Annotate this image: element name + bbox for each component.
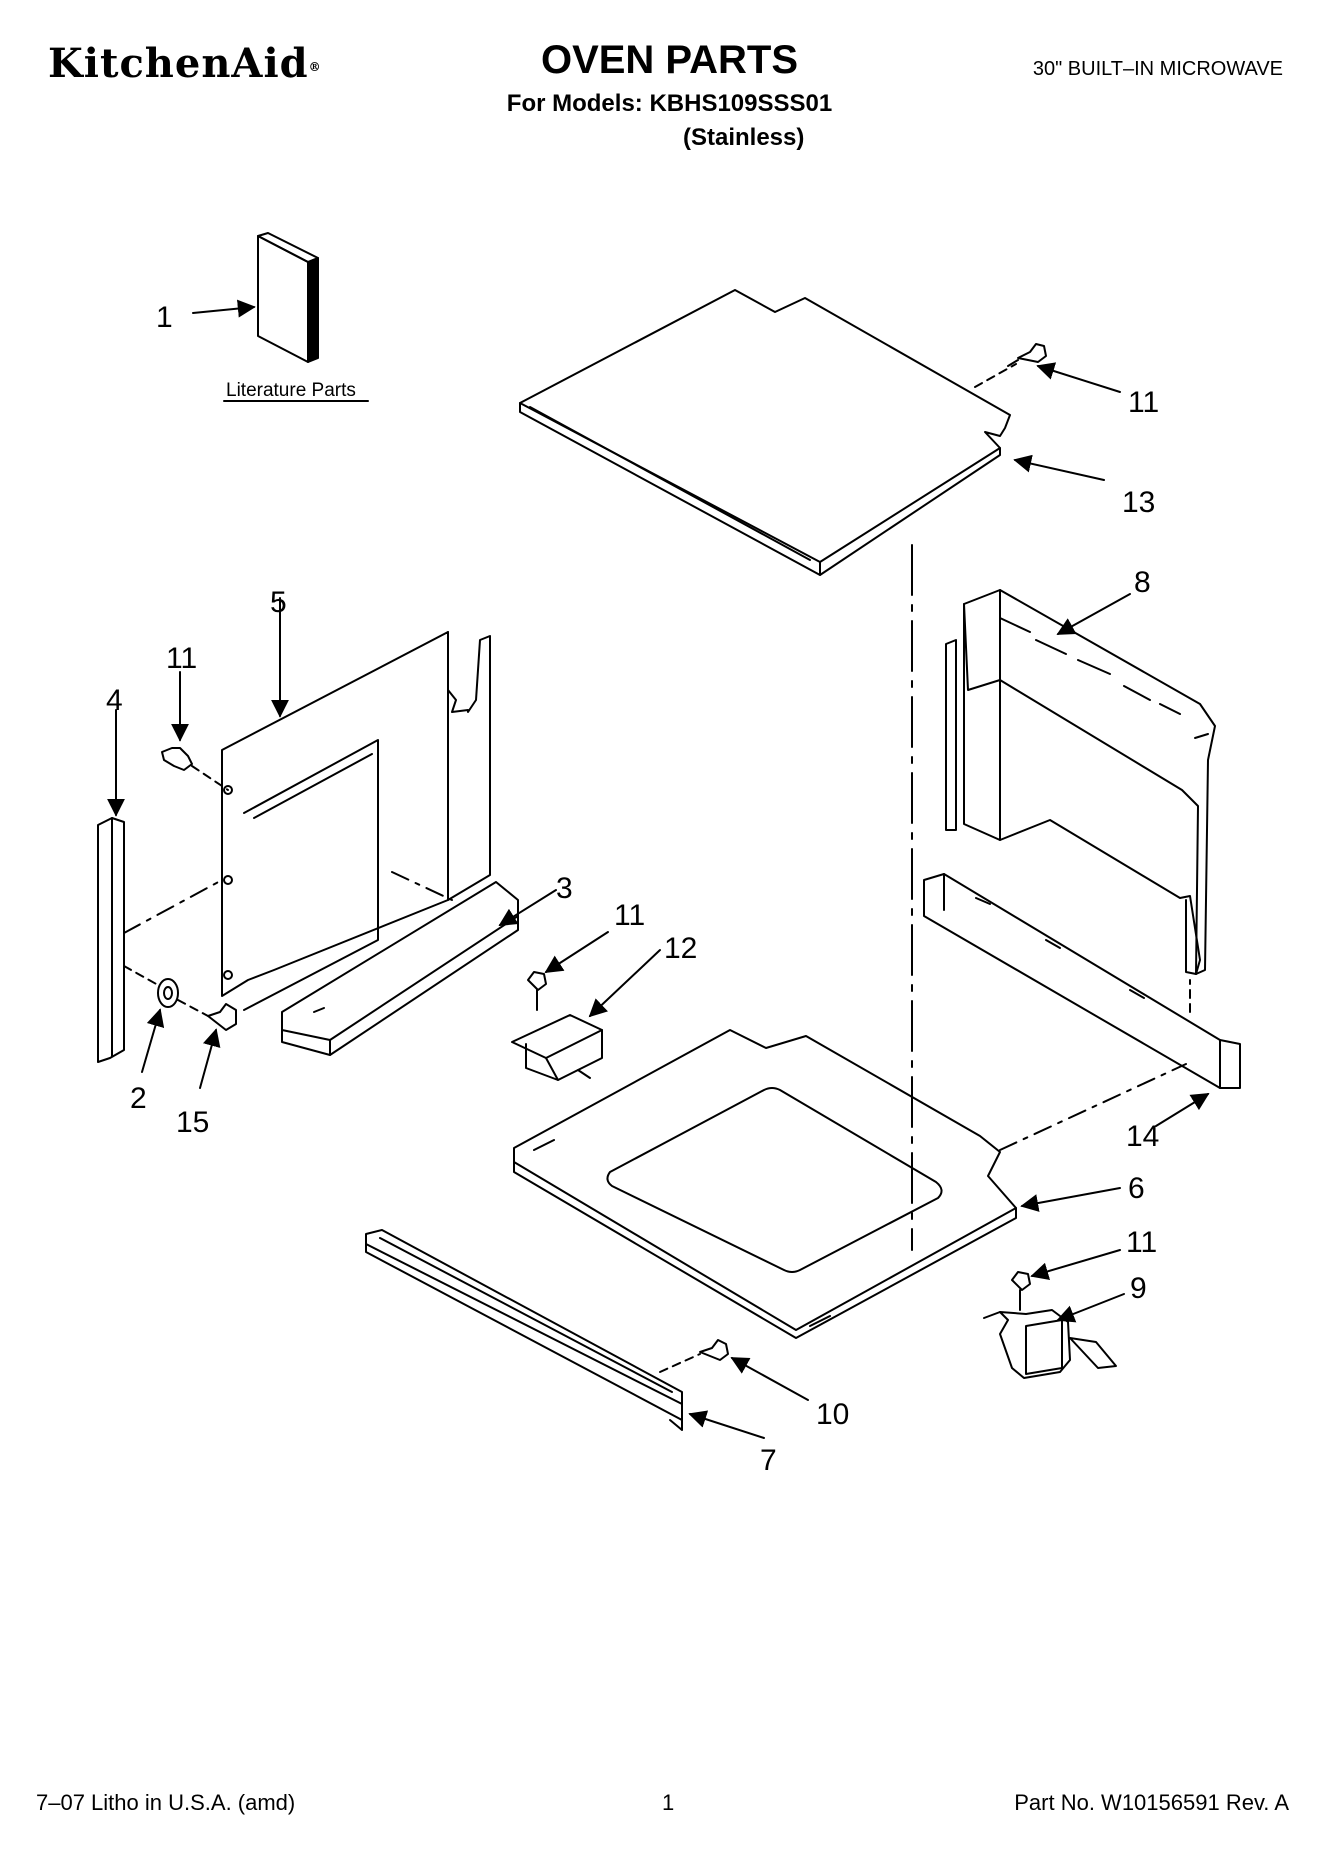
leader-13 [1013,454,1105,481]
models-line: For Models: KBHS109SSS01 [506,90,833,117]
brand-logo: KitchenAid® [48,40,322,87]
callout-10: 10 [816,1398,849,1431]
bracket-align-line [123,879,223,934]
callout-4: 4 [106,684,123,717]
callout-6: 6 [1128,1172,1145,1205]
callout-13: 13 [1122,486,1155,519]
front-trim-strip [365,1229,683,1431]
variant-label: (Stainless) [683,124,805,151]
rear-channel [923,873,1241,1089]
brand-trademark: ® [308,60,322,74]
left-front-bracket [97,817,125,1063]
part-number: Part No. W10156591 Rev. A [1014,1790,1289,1815]
left-side-panel [221,631,491,1011]
callout-8: 8 [1134,566,1151,599]
screw-left [161,747,193,771]
screw-lower-right [1011,1271,1031,1311]
screw-middle [527,971,547,1011]
leader-10 [730,1357,809,1401]
screw-top [1007,343,1047,367]
washer-axis [123,965,159,986]
brand-name: KitchenAid [48,40,309,87]
page-title: OVEN PARTS [540,38,799,82]
page-number: 1 [662,1790,675,1815]
leader-14 [1155,1093,1210,1127]
screw-15-axis [177,999,209,1017]
callout-15: 15 [176,1106,209,1139]
callout-7: 7 [760,1444,777,1477]
leader-3 [498,889,557,926]
tray-align-line [391,871,453,901]
leader-2 [141,1008,165,1073]
washer [157,978,179,1008]
screw-bottom-left [207,1003,237,1031]
literature-booklet [257,232,319,363]
leader-11d [1030,1249,1121,1281]
screw-10-axis [659,1353,701,1373]
oven-floor [513,1029,1017,1339]
leader-6 [1020,1187,1121,1212]
left-bottom-tray [281,881,519,1056]
callout-11a: 11 [1128,386,1159,419]
screw-front-trim [699,1339,729,1361]
right-side-panel [945,589,1216,975]
litho-note: 7–07 Litho in U.S.A. (amd) [36,1790,296,1815]
callout-1: 1 [156,301,173,334]
leader-1 [192,299,256,318]
leader-9 [1056,1293,1125,1323]
leader-12 [588,949,661,1018]
leader-15 [199,1028,221,1089]
callout-11b: 11 [166,642,197,675]
transformer [983,1309,1117,1379]
screw-top-axis [974,363,1017,388]
callout-9: 9 [1130,1272,1147,1305]
top-panel [519,289,1011,576]
leader-11c [544,931,609,973]
callout-14: 14 [1126,1120,1159,1153]
literature-label: Literature Parts [226,380,356,401]
callout-11c: 11 [614,899,645,932]
callout-12: 12 [664,932,697,965]
product-type: 30" BUILT–IN MICROWAVE [1032,58,1283,80]
callout-11d: 11 [1126,1226,1157,1259]
callout-2: 2 [130,1082,147,1115]
leader-11a [1036,362,1121,393]
screw-left-axis [191,765,229,791]
leader-8 [1056,593,1131,635]
callout-5: 5 [270,586,287,619]
bottom-align-line [999,1063,1187,1151]
leader-7 [688,1410,765,1439]
callout-3: 3 [556,872,573,905]
module-box [511,1014,603,1081]
